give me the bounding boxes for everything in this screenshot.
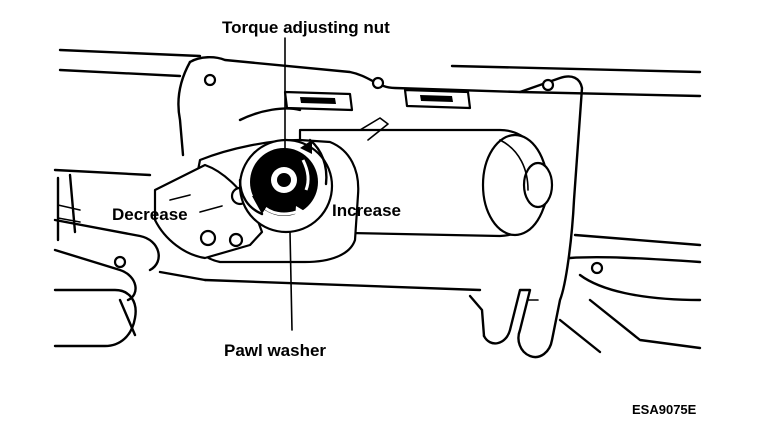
leader-lines — [284, 37, 293, 331]
torque-nut-label: Torque adjusting nut — [222, 18, 390, 37]
lower-linkage — [53, 173, 160, 348]
increase-label: Increase — [332, 201, 401, 220]
torque-nut-drawing — [238, 138, 334, 234]
bracket-slots — [283, 88, 472, 112]
motor-body — [298, 117, 554, 238]
figure-code: ESA9075E — [632, 402, 697, 417]
right-linkage — [558, 233, 702, 354]
frame-outline — [53, 48, 702, 177]
pawl-washer-label: Pawl washer — [224, 341, 327, 360]
decrease-label: Decrease — [112, 205, 188, 224]
